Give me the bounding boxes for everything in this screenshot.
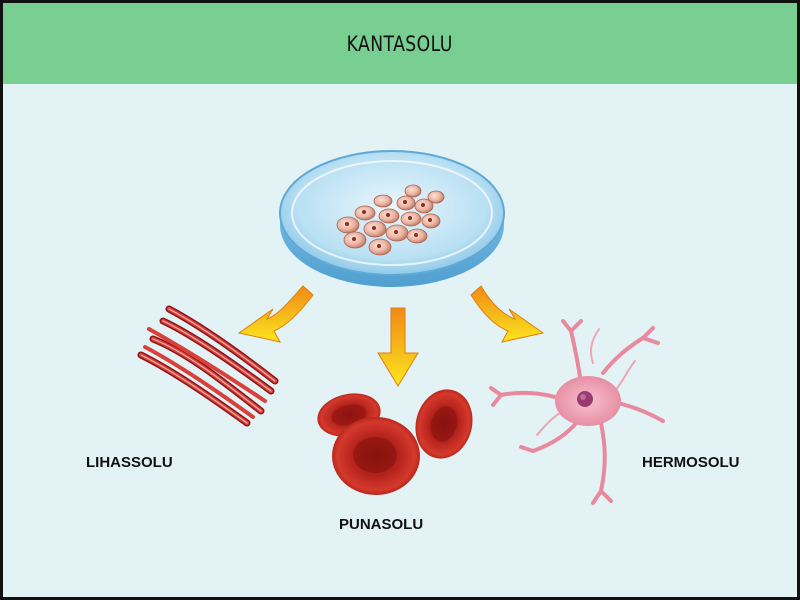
stem-cell-illustration bbox=[137, 150, 665, 505]
arrow-icon bbox=[377, 307, 419, 387]
muscle-cell-label: LIHASSOLU bbox=[86, 454, 173, 471]
nerve-cell-label: HERMOSOLU bbox=[642, 454, 740, 471]
diagram-title: KANTASOLU bbox=[346, 31, 454, 56]
muscle-cell-icon bbox=[137, 305, 279, 427]
red-blood-cell-icon bbox=[317, 389, 473, 495]
arrow-icon bbox=[237, 285, 314, 343]
red-blood-cell-label: PUNASOLU bbox=[339, 516, 424, 533]
header-bar: KANTASOLU bbox=[3, 3, 797, 84]
arrow-icon bbox=[470, 285, 545, 343]
nerve-cell-icon bbox=[489, 319, 665, 505]
petri-dish-icon bbox=[279, 150, 505, 287]
